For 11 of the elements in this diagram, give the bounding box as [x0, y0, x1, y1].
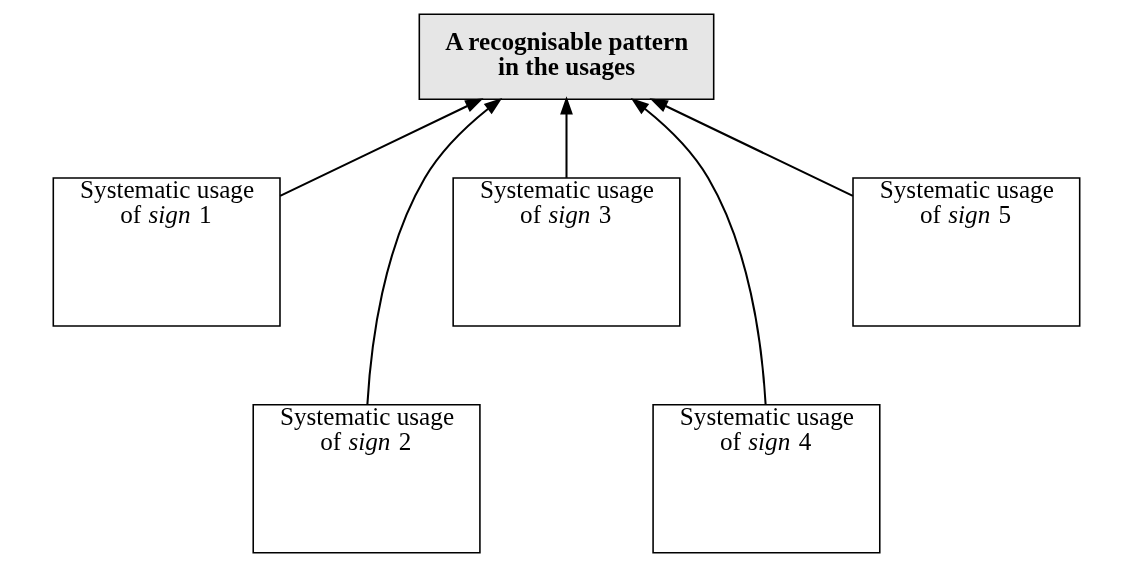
- arrow: [366, 97, 503, 405]
- arrow: [649, 98, 854, 197]
- node-box: A recognisable pattern in the usages: [418, 13, 715, 101]
- node-box: Systematic usage of sign 5: [852, 177, 1081, 327]
- arrow: [560, 96, 573, 178]
- arrow: [279, 98, 484, 197]
- node-box: Systematic usage of sign 2: [252, 403, 481, 554]
- node-box: Systematic usage of sign 4: [652, 403, 881, 554]
- node-box: Systematic usage of sign 1: [52, 177, 281, 327]
- node-box: Systematic usage of sign 3: [452, 177, 681, 327]
- arrow: [630, 97, 767, 405]
